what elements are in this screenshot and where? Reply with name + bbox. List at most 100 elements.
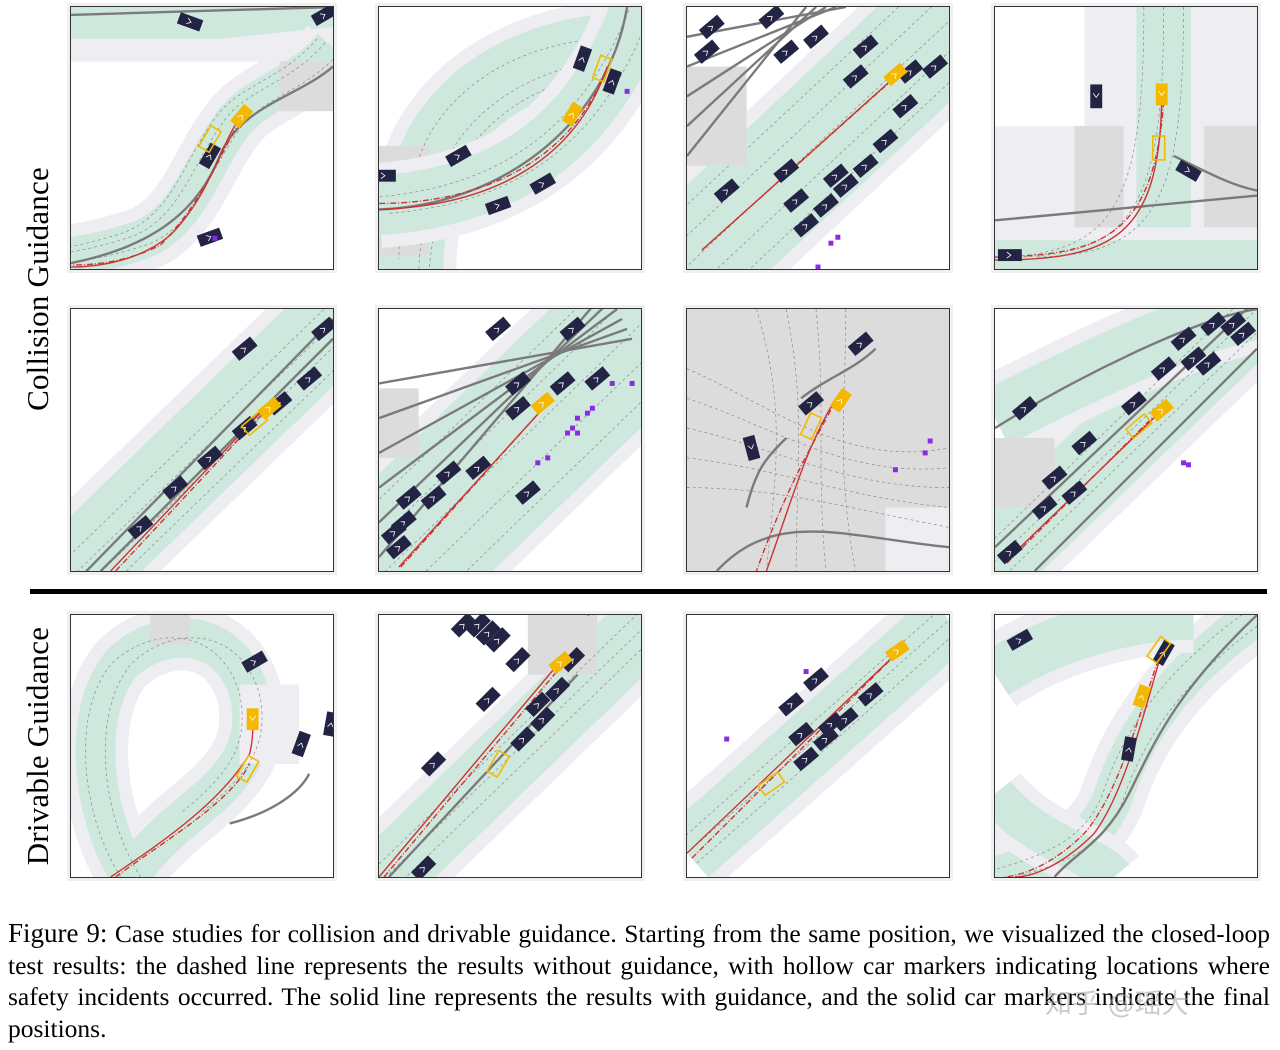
- row-label-drivable: Drivable Guidance: [10, 612, 66, 880]
- panel-c8: [994, 308, 1258, 572]
- row-label-collision: Collision Guidance: [10, 6, 66, 572]
- heading-chevron-icon: [831, 174, 838, 180]
- road-lane-area: [71, 7, 333, 39]
- agent-body: [1200, 311, 1227, 337]
- agent-car: [803, 24, 829, 49]
- agent-body: [296, 366, 323, 391]
- agent-body: [803, 667, 829, 692]
- ego-car: [1132, 684, 1152, 709]
- agent-car: [411, 855, 437, 877]
- agent-car: [505, 647, 531, 673]
- agent-car: [783, 188, 810, 213]
- heading-chevron-icon: [206, 235, 212, 242]
- heading-chevron-icon: [459, 623, 465, 630]
- heading-chevron-icon: [1125, 747, 1132, 753]
- agent-body: [379, 169, 396, 182]
- agent-car: [773, 39, 800, 64]
- agent-body: [196, 227, 224, 247]
- agent-car: [445, 144, 472, 167]
- agent-car: [1230, 321, 1257, 347]
- agent-body: [1150, 356, 1177, 381]
- agent-car: [485, 627, 511, 653]
- intersection-area: [687, 66, 747, 166]
- agent-body: [420, 751, 447, 777]
- agent-car: [812, 193, 839, 218]
- heading-chevron-icon: [1137, 694, 1145, 701]
- agent-car: [475, 620, 501, 646]
- ego-car: [530, 391, 555, 415]
- agent-route-line: [1033, 347, 1257, 571]
- lane-centerline: [687, 20, 949, 267]
- agent-body: [310, 7, 333, 27]
- agent-car: [1041, 465, 1068, 490]
- scene-d4: [995, 615, 1257, 877]
- ego-car: [829, 387, 852, 413]
- agent-body: [559, 316, 586, 342]
- lane-centerline: [386, 34, 641, 214]
- heading-chevron-icon: [538, 402, 545, 408]
- agent-car: [559, 316, 586, 342]
- agent-body: [241, 650, 268, 673]
- agent-car: [788, 721, 815, 747]
- ego-car: [1155, 83, 1168, 106]
- agent-car: [832, 173, 859, 198]
- agent-car: [713, 178, 740, 203]
- lane-centerline: [379, 7, 631, 198]
- lane-centerline: [71, 38, 318, 247]
- heading-chevron-icon: [767, 15, 773, 22]
- heading-chevron-icon: [319, 327, 326, 334]
- panel-d4: [994, 614, 1258, 878]
- ego-hollow-marker: [1145, 635, 1172, 665]
- ego-car: [230, 103, 254, 129]
- ego-hollow-outline: [591, 54, 613, 83]
- pedestrian-marker: [575, 415, 580, 421]
- agent-route-line: [379, 317, 623, 454]
- agent-body: [872, 128, 899, 154]
- agent-car: [832, 706, 859, 732]
- heading-chevron-icon: [1179, 337, 1185, 344]
- agent-route-line: [229, 773, 311, 825]
- agent-body: [798, 391, 825, 416]
- agent-body: [1170, 326, 1197, 351]
- agent-body: [793, 746, 820, 772]
- heading-chevron-icon: [1189, 357, 1195, 363]
- agent-body: [549, 371, 576, 396]
- agent-route-line: [379, 309, 618, 489]
- agent-car: [996, 539, 1023, 565]
- ego-hollow-marker: [1152, 135, 1166, 161]
- lane-centerline: [756, 309, 777, 571]
- heading-chevron-icon: [237, 114, 243, 121]
- lane-centerline: [749, 82, 949, 269]
- ego-car: [883, 62, 908, 87]
- agent-car: [198, 142, 222, 170]
- heading-chevron-icon: [891, 73, 897, 79]
- agent-body: [1220, 311, 1247, 337]
- heading-chevron-icon: [901, 105, 907, 111]
- agent-car: [817, 711, 844, 737]
- agent-car: [1120, 391, 1147, 416]
- heading-chevron-icon: [249, 715, 256, 721]
- agent-car: [530, 706, 556, 732]
- agent-car: [872, 128, 899, 154]
- agent-route-line: [379, 7, 629, 211]
- agent-body: [525, 691, 551, 717]
- agent-car: [1006, 628, 1034, 651]
- heading-chevron-icon: [1158, 91, 1166, 96]
- heading-chevron-icon: [1209, 322, 1215, 329]
- trajectory-with-guidance: [379, 664, 559, 877]
- agent-body: [127, 515, 154, 540]
- heading-chevron-icon: [556, 661, 562, 667]
- agent-body: [1120, 391, 1147, 416]
- heading-chevron-icon: [483, 631, 490, 638]
- heading-chevron-icon: [265, 407, 271, 413]
- heading-chevron-icon: [801, 224, 808, 230]
- agent-body: [847, 331, 874, 356]
- agent-car: [435, 460, 462, 485]
- pedestrian-marker: [828, 240, 834, 246]
- agent-body: [832, 706, 859, 732]
- agent-car: [420, 485, 447, 510]
- lane-centerline: [687, 427, 949, 488]
- agent-car: [529, 172, 557, 195]
- ego-hollow-outline: [1152, 135, 1166, 161]
- heading-chevron-icon: [380, 172, 386, 180]
